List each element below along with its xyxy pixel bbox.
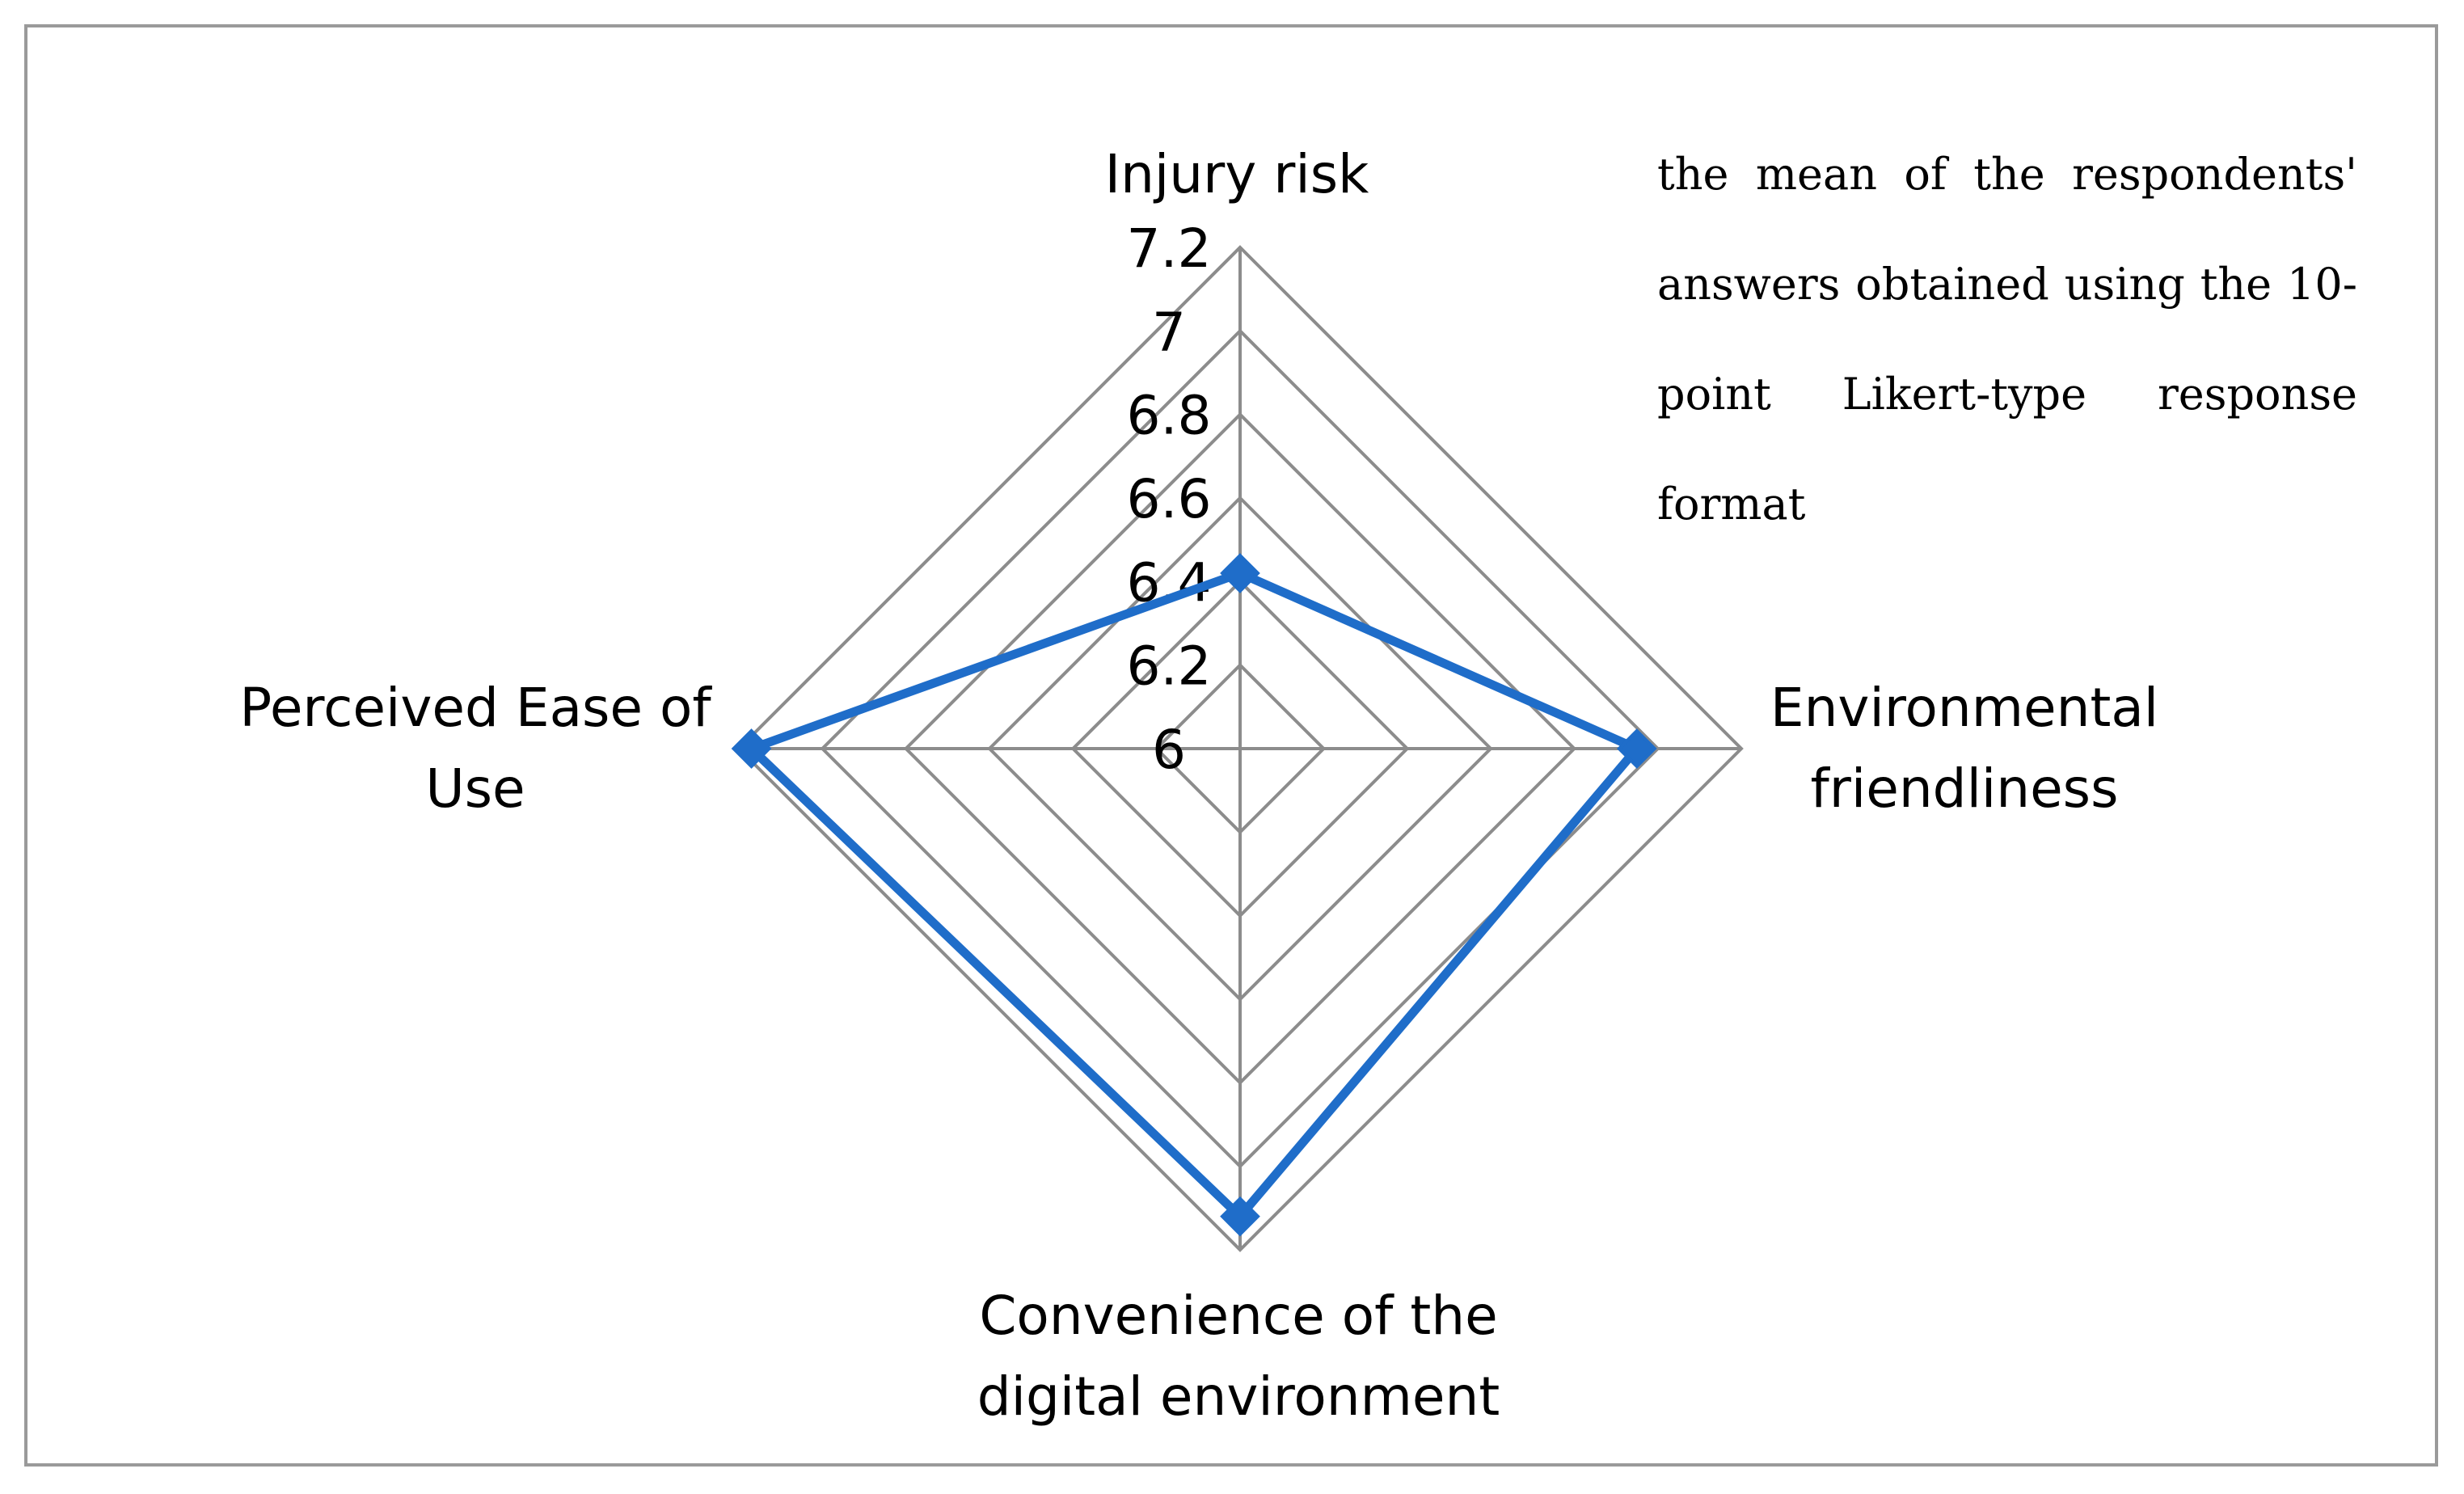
category-label: Injury risk (1105, 143, 1369, 205)
data-point-marker (1220, 1196, 1260, 1237)
radar-series (731, 553, 1657, 1237)
category-label: friendliness (1811, 758, 2119, 820)
radar-axes (739, 247, 1741, 1250)
data-point-marker (731, 728, 772, 769)
tick-label: 6 (1152, 719, 1186, 781)
category-label: Environmental (1770, 677, 2158, 739)
tick-label: 7 (1152, 301, 1186, 363)
radar-tick-labels: 6 6.2 6.4 6.6 6.8 7 7.2 (1127, 217, 1212, 781)
tick-label: 6.6 (1127, 468, 1212, 530)
data-point-marker (1617, 728, 1657, 769)
data-point-marker (1220, 553, 1260, 593)
tick-label: 6.4 (1127, 551, 1212, 614)
category-label: digital environment (977, 1365, 1500, 1428)
chart-annotation: the mean of the respondents' answers obt… (1657, 149, 2357, 530)
tick-label: 7.2 (1127, 217, 1212, 280)
tick-label: 6.2 (1127, 635, 1212, 698)
category-label: Convenience of the (979, 1285, 1497, 1347)
category-label: Use (425, 758, 525, 820)
tick-label: 6.8 (1127, 385, 1212, 447)
category-label: Perceived Ease of (239, 677, 712, 739)
